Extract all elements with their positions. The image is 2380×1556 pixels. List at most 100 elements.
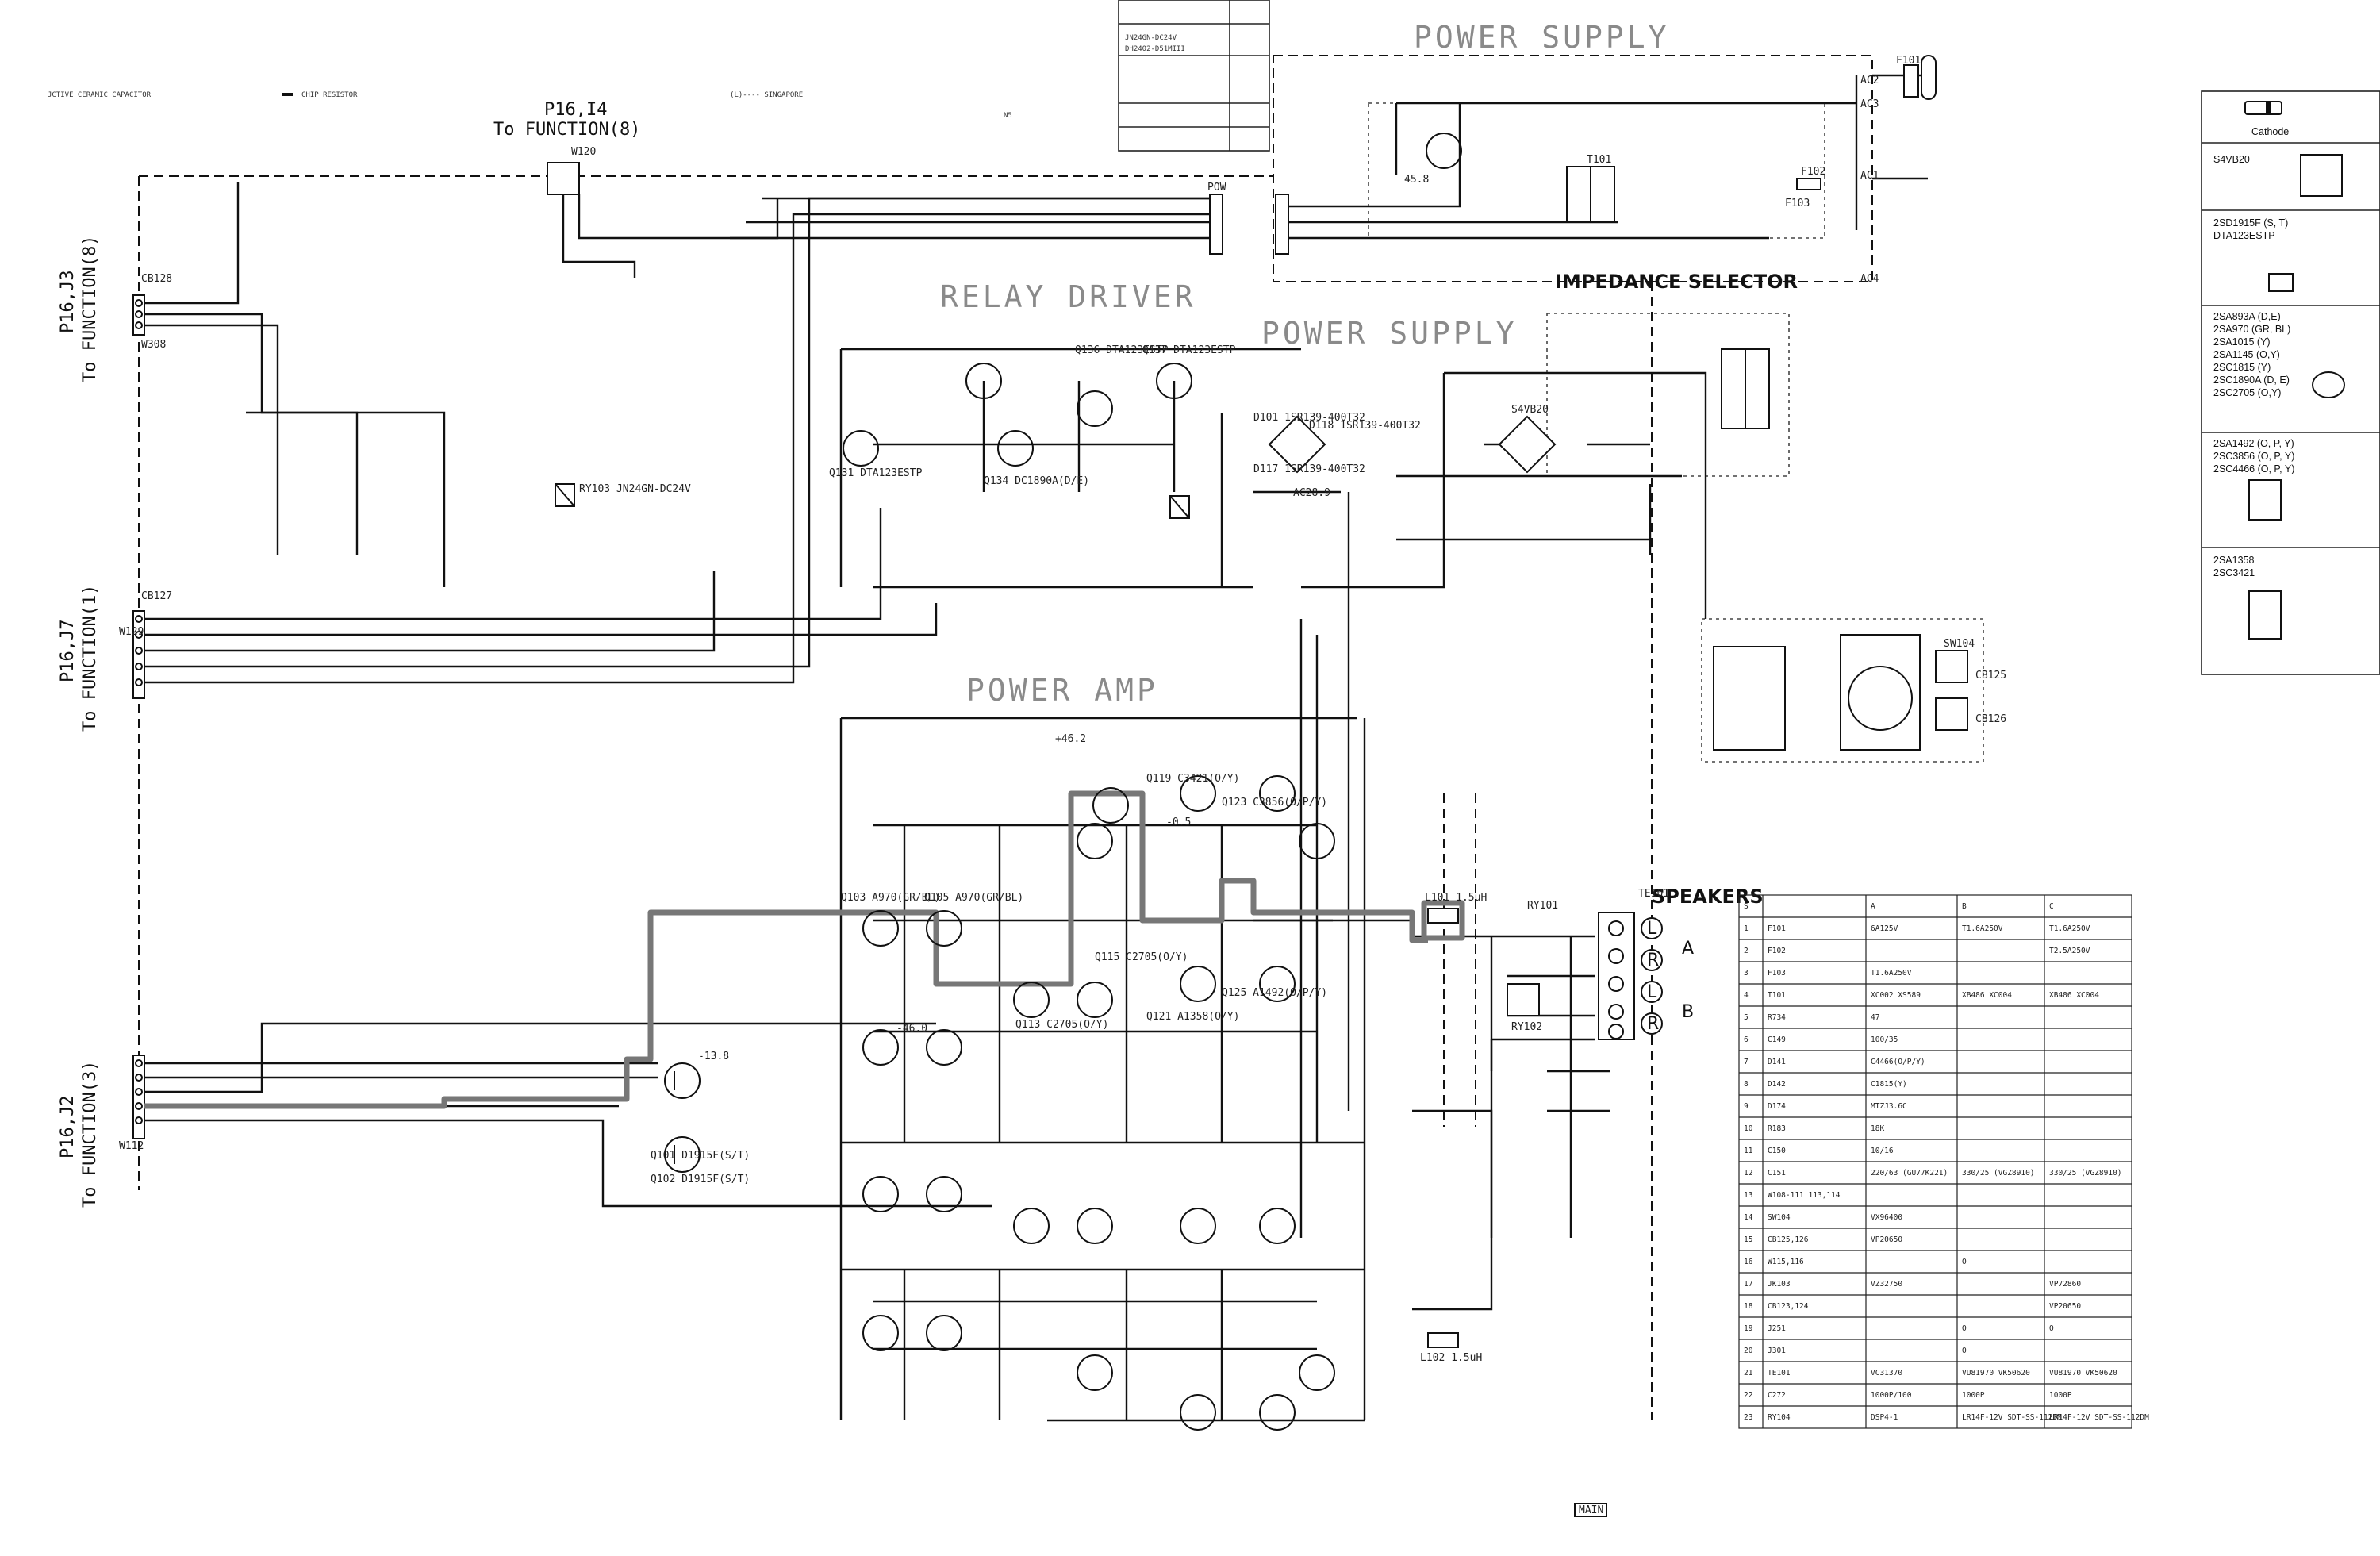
transistor-q123-icon [1259,775,1296,812]
label-cb127: CB127 [141,590,172,602]
label-ry103: RY103 JN24GN-DC24V [579,483,691,495]
legend-to220-text-1: 2SA1492 (O, P, Y) [2213,438,2294,449]
label-t101: T101 [1587,154,1611,166]
variant-table-cell: 1000P [2049,1391,2072,1400]
header-legend-capacitor: JCTIVE CERAMIC CAPACITOR [48,91,152,99]
variant-table-cell: C150 [1768,1147,1786,1155]
variant-table-cell: 16 [1744,1258,1753,1266]
legend-to92-text-5: 2SC1815 (Y) [2213,362,2271,373]
label-q136: Q136 DTA123ESTP [1075,344,1169,356]
variant-table-cell: CB125,126 [1768,1235,1809,1244]
transistor-q126-icon [1259,1394,1296,1431]
legend-to3p-text-1: 2SA1358 [2213,555,2254,566]
transistor-q121-icon [1180,966,1216,1002]
variant-table-cell: VP20650 [1871,1235,1902,1244]
signal-path-box [1421,900,1465,941]
label-q125: Q125 A1492(O/P/Y) [1222,987,1327,999]
legend-to92-text-4: 2SA1145 (O,Y) [2213,349,2280,360]
connector-pow-2 [1275,194,1289,255]
transistor-q116-icon [1077,1354,1113,1391]
label-w112: W112 [119,1140,144,1152]
label-v-rail: 45.8 [1404,174,1429,186]
label-v-neg: -46.0 [896,1023,927,1035]
section-title-power-supply-mid: POWER SUPPLY [1261,316,1518,351]
variant-table-cell: 47 [1871,1013,1879,1022]
variant-table-cell: RY104 [1768,1413,1791,1422]
variant-table-cell: LR14F-12V SDT-SS-112DM [2049,1413,2149,1422]
transistor-q127-icon [1299,823,1335,859]
label-pow: POW [1207,182,1226,194]
variant-table-cell: DSP4-1 [1871,1413,1898,1422]
variant-table-cell: JK103 [1768,1280,1791,1289]
legend-to220-text-3: 2SC4466 (O, P, Y) [2213,463,2294,474]
variant-table-cell: LR14F-12V SDT-SS-112DM [1962,1413,2062,1422]
variant-table-cell: T1.6A250V [1962,924,2003,933]
spk-label-r-a: R [1647,951,1659,970]
speaker-labels: L R L R A B [1647,919,1694,1034]
variant-table-cell: 6A125V [1871,924,1898,933]
transistor-q101-icon [664,1062,701,1099]
variant-table-cell: CB123,124 [1768,1302,1809,1311]
header-box [1118,0,1270,152]
conn-j3-label: To FUNCTION(8) [80,236,100,382]
transistor-q114-icon [1013,1208,1050,1244]
variant-table-cell: TE101 [1768,1369,1791,1377]
connector-titles: P16,I4 To FUNCTION(8) P16,J3 To FUNCTION… [58,100,640,1208]
transistor-q122-icon [1180,1394,1216,1431]
transistor-q115-icon [1077,982,1113,1018]
variant-table-cell: 4 [1744,991,1749,1000]
variant-table-cell: VC31370 [1871,1369,1902,1377]
section-title-speakers: SPEAKERS [1652,886,1764,908]
variant-table-cell: D174 [1768,1102,1786,1111]
connector-pins: CB128 W308 CB127 W129 W112 W120 POW [119,146,1289,1152]
label-q113: Q113 C2705(O/Y) [1015,1019,1108,1031]
signal-path [144,790,1428,1109]
variant-table-cell: C1815(Y) [1871,1080,1907,1089]
variant-table-cell: SW104 [1768,1213,1791,1222]
label-f102: F102 [1801,166,1825,178]
label-cb125: CB125 [1975,670,2006,682]
variant-table-cell: F103 [1768,969,1786,978]
transistor-q120-icon [1180,1208,1216,1244]
legend: Cathode S4VB20 2SD1915F (S, T) DTA123EST… [2201,90,2380,675]
transformer-impedance-icon [1721,348,1770,429]
legend-bridge-text: S4VB20 [2213,154,2250,165]
legend-diode-text: Cathode [2251,126,2289,137]
variant-table-cell: 21 [1744,1369,1753,1377]
label-cb128: CB128 [141,273,172,285]
transistor-q134-icon [997,430,1034,467]
header-legend-chip: CHIP RESISTOR [301,91,358,99]
legend-small-xtor-icon [2268,273,2294,292]
label-q123: Q123 C3856(O/P/Y) [1222,797,1327,809]
conn-j2-ref: P16,J2 [58,1096,78,1158]
legend-to92-text-6: 2SC1890A (D, E) [2213,375,2290,386]
bridge-rectifier-icon [1268,415,1557,474]
legend-to220-text-2: 2SC3856 (O, P, Y) [2213,451,2294,462]
variant-table-cell: 1000P [1962,1391,1985,1400]
label-f101: F101 [1896,55,1921,67]
fuse-f101-icon [1903,64,1919,98]
transistor-q124-icon [1259,1208,1296,1244]
connector-top [547,162,580,195]
legend-to220-icon [2248,479,2282,521]
variant-table-cell: T1.6A250V [1871,969,1912,978]
variant-table-cell: 3 [1744,969,1749,978]
variant-table-cell: D142 [1768,1080,1786,1089]
legend-to92-icon [2312,371,2345,398]
speaker-l-b-icon [1641,981,1663,1003]
variant-table-cell: 330/25 (VGZ8910) [2049,1169,2122,1178]
main-wiring [144,56,1929,1422]
label-cb126: CB126 [1975,713,2006,725]
label-te101: TE101 [1638,888,1669,900]
label-ac1: AC1 [1860,170,1879,182]
label-q134: Q134 DC1890A(D/E) [984,475,1089,487]
legend-to3p-text-2: 2SC3421 [2213,567,2255,578]
transistor-q109-icon [926,1029,962,1066]
variant-table-cell: R734 [1768,1013,1786,1022]
variant-table-cell: 1 [1744,924,1749,933]
label-main-board: MAIN [1579,1504,1603,1516]
legend-diode-icon [2244,101,2282,115]
label-l101: L101 1.5uH [1425,892,1487,904]
variant-table-cell: T1.6A250V [2049,924,2090,933]
